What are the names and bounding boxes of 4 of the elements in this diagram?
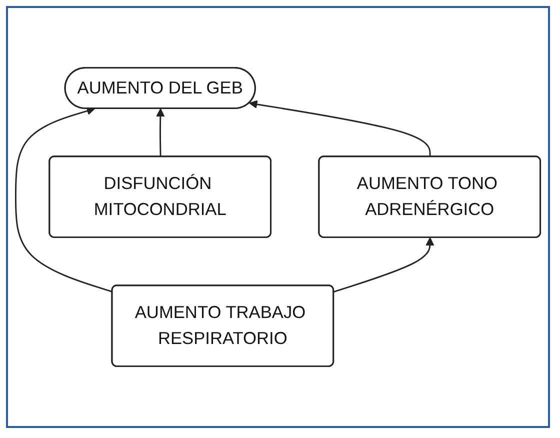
arrow: [334, 237, 434, 292]
arrow: [249, 100, 431, 157]
arrow: [156, 108, 165, 157]
arrow: [14, 106, 113, 292]
